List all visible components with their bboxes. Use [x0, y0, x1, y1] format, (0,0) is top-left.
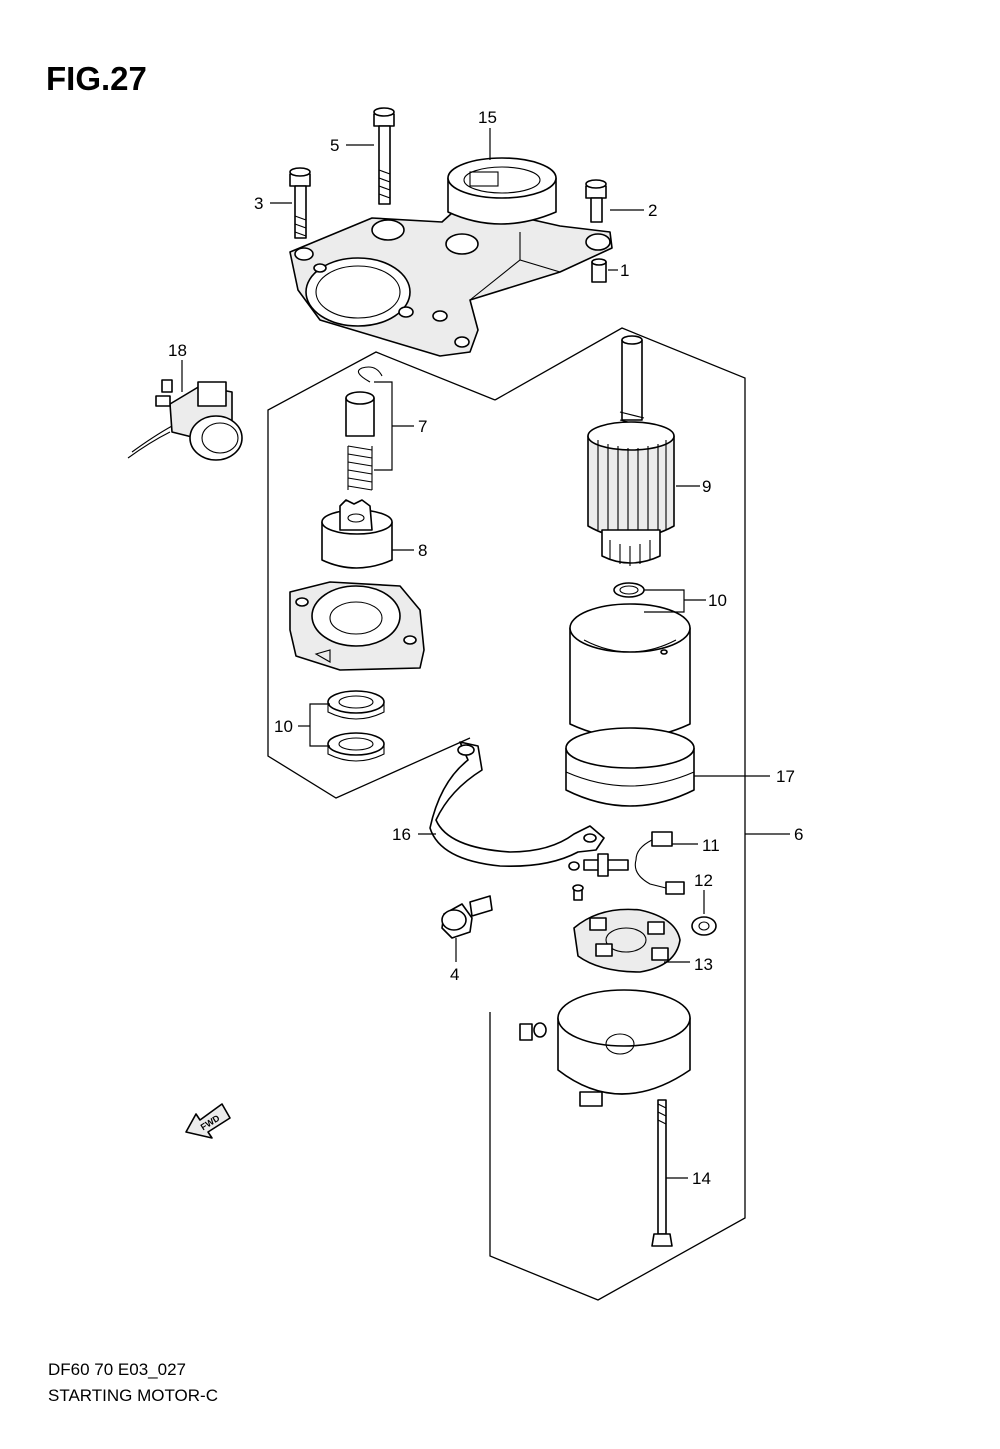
part-8-pinion	[321, 499, 393, 569]
callout-17: 17	[776, 767, 795, 786]
assembly-frame-left	[267, 351, 496, 799]
callout-16: 16	[392, 825, 411, 844]
callout-labels: 5 3 2 1 15 18 7 8 10 9 10 17 6 11 12 13 …	[168, 108, 803, 1188]
part-12-grommet	[691, 916, 717, 936]
callout-12: 12	[694, 871, 713, 890]
figure-code: DF60 70 E03_027	[48, 1360, 186, 1379]
figure-title: FIG.27	[46, 60, 147, 97]
part-13-brush-holder	[572, 884, 681, 973]
callout-4: 4	[450, 965, 459, 984]
callout-8: 8	[418, 541, 427, 560]
callout-11: 11	[702, 836, 720, 855]
callout-6: 6	[794, 825, 803, 844]
callout-18: 18	[168, 341, 187, 360]
rear-end-cover	[519, 989, 691, 1107]
drive-housing	[289, 581, 425, 671]
part-3-bolt	[289, 167, 311, 239]
part-9-armature	[587, 335, 675, 566]
callout-5: 5	[330, 136, 339, 155]
part-7-stop-ring-sleeve-spring	[345, 366, 383, 491]
part-2-bolt	[585, 179, 607, 223]
part-14-through-bolt	[651, 1099, 673, 1247]
figure-caption: STARTING MOTOR-C	[48, 1386, 218, 1405]
callout-14: 14	[692, 1169, 711, 1188]
part-4-bolt	[441, 895, 493, 939]
callout-3: 3	[254, 194, 263, 213]
fwd-arrow-icon: FWD	[185, 1103, 231, 1139]
part-11-brush	[568, 831, 685, 895]
callout-13: 13	[694, 955, 713, 974]
part-16-strap	[429, 741, 605, 868]
part-5-bolt	[373, 107, 395, 205]
callout-9: 9	[702, 477, 711, 496]
callout-10-right: 10	[708, 591, 727, 610]
leader-lines	[181, 128, 790, 1179]
part-18-magnetic-switch	[127, 379, 243, 461]
callout-1: 1	[620, 261, 629, 280]
callout-2: 2	[648, 201, 657, 220]
part-1-dowel	[591, 258, 607, 283]
part-10-washers-left	[327, 690, 385, 762]
callout-10-left: 10	[274, 717, 293, 736]
part-17-band	[565, 727, 695, 807]
yoke	[569, 603, 691, 739]
callout-15: 15	[478, 108, 497, 127]
part-15-bracket	[289, 157, 613, 357]
assembly-frame	[489, 327, 746, 1301]
callout-7: 7	[418, 417, 427, 436]
